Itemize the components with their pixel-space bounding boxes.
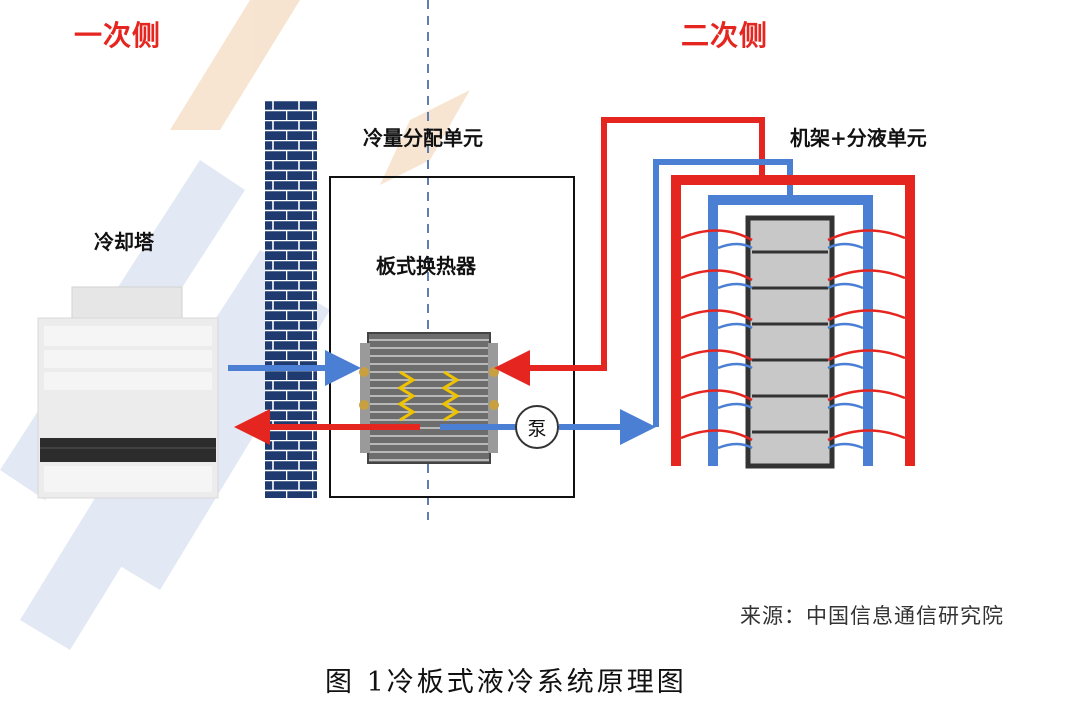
- server-rack: [745, 215, 835, 469]
- rack-manifold: [671, 175, 915, 469]
- brick-wall: [265, 100, 317, 498]
- watermark-accent: [170, 0, 300, 130]
- heat-exchanger-label: 板式换热器: [376, 254, 476, 278]
- cdu-box: [329, 176, 575, 498]
- secondary-hot-return: [494, 117, 765, 386]
- pump-label: 泵: [527, 417, 547, 440]
- primary-side-title: 一次侧: [74, 19, 162, 52]
- cooling-tower-label: 冷却塔: [94, 230, 154, 254]
- heat-coil-right: [441, 370, 460, 422]
- figure-caption: 图 1冷板式液冷系统原理图: [325, 667, 687, 698]
- branch-hoses-left: [680, 229, 753, 450]
- plate-heat-exchanger: [359, 332, 499, 464]
- watermark-accent-2: [380, 90, 470, 185]
- heat-coil-left: [397, 370, 416, 422]
- secondary-side-title: 二次侧: [681, 19, 769, 52]
- source-note: 来源：中国信息通信研究院: [740, 604, 1004, 628]
- branch-hoses-right: [827, 229, 906, 450]
- cooling-tower: [37, 286, 219, 499]
- rack-manifold-label: 机架+分液单元: [790, 126, 927, 150]
- cdu-label: 冷量分配单元: [363, 126, 483, 150]
- pump-icon: 泵: [515, 405, 559, 449]
